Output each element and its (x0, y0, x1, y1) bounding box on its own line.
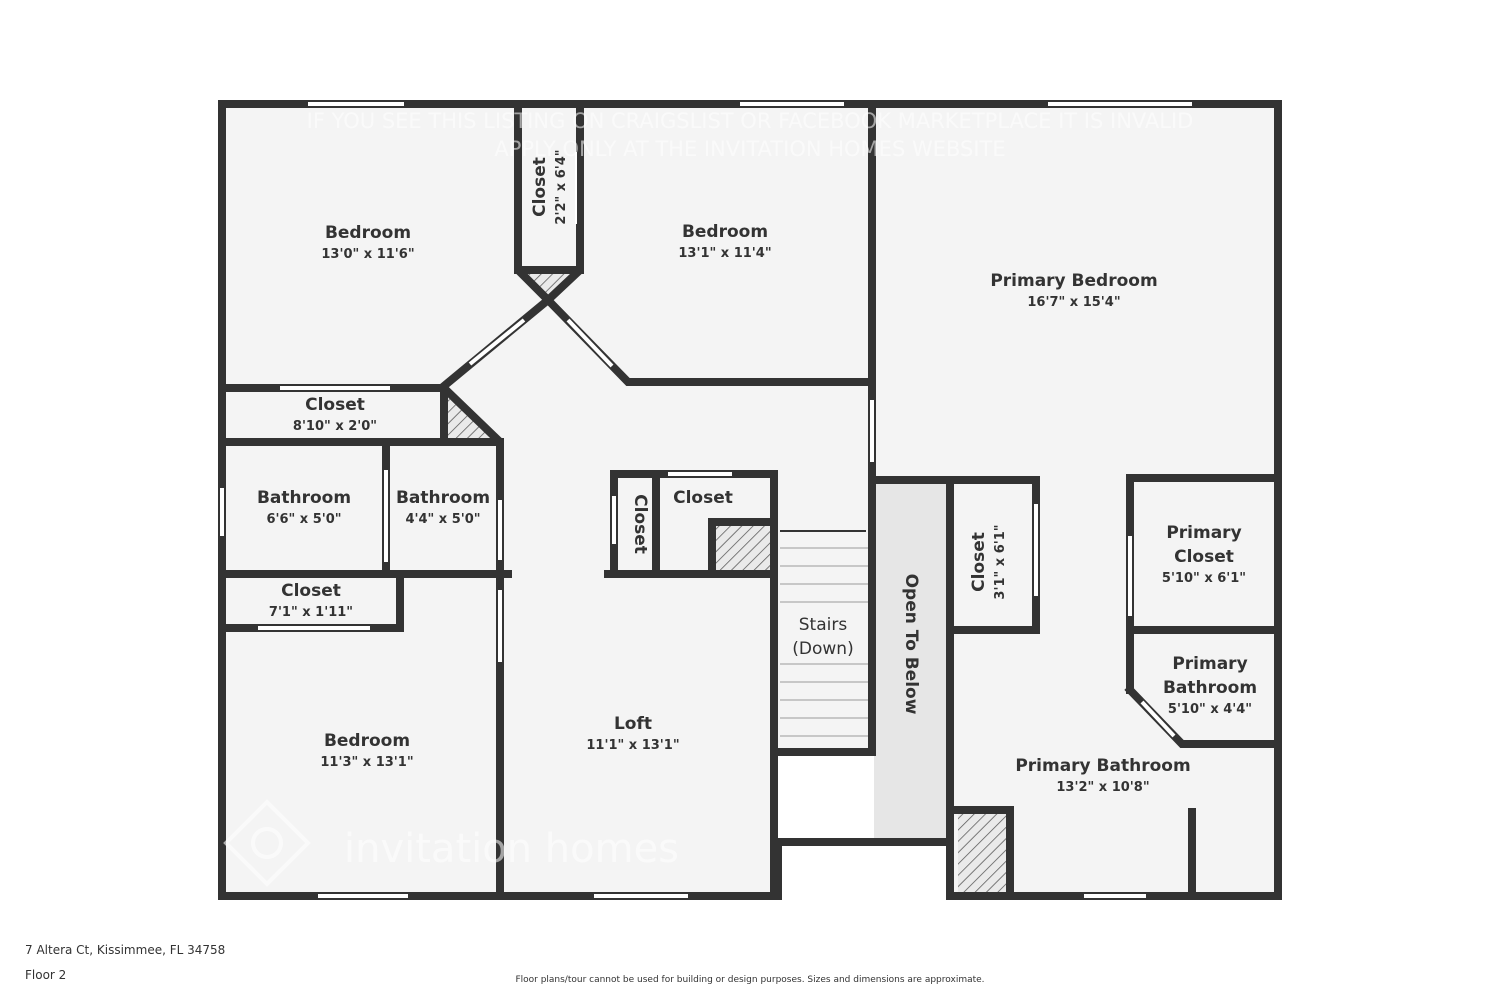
room-bathroom-1: Bathroom 6'6" x 5'0" (257, 488, 351, 527)
room-primary-bedroom: Primary Bedroom 16'7" x 15'4" (990, 271, 1157, 310)
svg-text:Bathroom: Bathroom (396, 488, 490, 508)
svg-text:16'7" x 15'4": 16'7" x 15'4" (1027, 295, 1120, 310)
room-closet-loft-small: Closet (630, 494, 650, 554)
floor-fill (222, 104, 1278, 896)
watermark: IF YOU SEE THIS LISTING ON CRAIGSLIST OR… (223, 109, 1194, 887)
svg-text:11'1" x 13'1": 11'1" x 13'1" (586, 738, 679, 753)
room-closet-primary-small: Closet 3'1" x 6'1" (969, 524, 1008, 599)
room-primary-bath-small: Primary Bathroom 5'10" x 4'4" (1163, 654, 1257, 717)
svg-text:13'2" x 10'8": 13'2" x 10'8" (1056, 780, 1149, 795)
svg-text:Closet: Closet (530, 157, 550, 217)
svg-text:7'1" x 1'11": 7'1" x 1'11" (269, 605, 353, 620)
svg-text:13'1" x 11'4": 13'1" x 11'4" (678, 246, 771, 261)
svg-text:13'0" x 11'6": 13'0" x 11'6" (321, 247, 414, 262)
svg-text:Primary Bathroom: Primary Bathroom (1015, 756, 1190, 776)
svg-text:Primary: Primary (1166, 523, 1241, 543)
svg-text:Primary Bedroom: Primary Bedroom (990, 271, 1157, 291)
svg-text:Closet: Closet (305, 395, 365, 415)
svg-text:3'1" x 6'1": 3'1" x 6'1" (993, 524, 1008, 599)
svg-text:Closet: Closet (673, 488, 733, 508)
room-loft: Loft 11'1" x 13'1" (586, 714, 679, 753)
svg-text:Primary: Primary (1172, 654, 1247, 674)
room-bedroom-nw: Bedroom 13'0" x 11'6" (321, 223, 414, 262)
svg-text:4'4" x 5'0": 4'4" x 5'0" (405, 512, 480, 527)
stair-treads (780, 530, 868, 737)
room-closet-hall: Closet 8'10" x 2'0" (293, 395, 377, 434)
svg-text:Bedroom: Bedroom (325, 223, 411, 243)
room-stairs: Stairs (Down) (792, 615, 853, 659)
room-primary-closet: Primary Closet 5'10" x 6'1" (1162, 523, 1246, 586)
svg-text:Closet: Closet (1174, 547, 1234, 567)
room-open-to-below: Open To Below (901, 574, 921, 715)
floor-label: Floor 2 (25, 968, 67, 982)
svg-text:Bathroom: Bathroom (257, 488, 351, 508)
room-closet-sw: Closet 7'1" x 1'11" (269, 581, 353, 620)
room-bedroom-n: Bedroom 13'1" x 11'4" (678, 222, 771, 261)
svg-text:(Down): (Down) (792, 639, 853, 659)
open-to-below-area (874, 480, 950, 842)
disclaimer-text: Floor plans/tour cannot be used for buil… (515, 975, 985, 985)
svg-text:Open To Below: Open To Below (901, 574, 921, 715)
svg-text:Closet: Closet (630, 494, 650, 554)
svg-text:5'10" x 6'1": 5'10" x 6'1" (1162, 571, 1246, 586)
svg-text:Closet: Closet (281, 581, 341, 601)
room-labels: Bedroom 13'0" x 11'6" Closet 2'2" x 6'4"… (257, 149, 1257, 795)
svg-text:Stairs: Stairs (799, 615, 848, 635)
openings (220, 102, 1192, 898)
svg-text:Closet: Closet (969, 532, 989, 592)
svg-text:6'6" x 5'0": 6'6" x 5'0" (266, 512, 341, 527)
svg-text:IF YOU SEE THIS LISTING ON CRA: IF YOU SEE THIS LISTING ON CRAIGSLIST OR… (307, 109, 1194, 133)
stairs-area (780, 532, 868, 748)
room-primary-bathroom: Primary Bathroom 13'2" x 10'8" (1015, 756, 1190, 795)
property-address: 7 Altera Ct, Kissimmee, FL 34758 (25, 943, 226, 957)
svg-text:11'3" x 13'1": 11'3" x 13'1" (320, 755, 413, 770)
svg-text:5'10" x 4'4": 5'10" x 4'4" (1168, 702, 1252, 717)
svg-text:8'10" x 2'0": 8'10" x 2'0" (293, 419, 377, 434)
svg-text:Bathroom: Bathroom (1163, 678, 1257, 698)
svg-text:Bedroom: Bedroom (324, 731, 410, 751)
svg-text:invitation homes: invitation homes (344, 826, 679, 872)
svg-text:APPLY ONLY AT THE INVITATION H: APPLY ONLY AT THE INVITATION HOMES WEBSI… (494, 137, 1005, 161)
svg-text:Loft: Loft (614, 714, 652, 734)
brand-logo-icon (223, 799, 311, 887)
room-bedroom-sw: Bedroom 11'3" x 13'1" (320, 731, 413, 770)
walls (218, 100, 1282, 900)
svg-text:Bedroom: Bedroom (682, 222, 768, 242)
svg-text:2'2" x 6'4": 2'2" x 6'4" (554, 149, 569, 224)
room-bathroom-2: Bathroom 4'4" x 5'0" (396, 488, 490, 527)
room-closet-loft: Closet (673, 488, 733, 508)
room-closet-top: Closet 2'2" x 6'4" (530, 149, 569, 224)
